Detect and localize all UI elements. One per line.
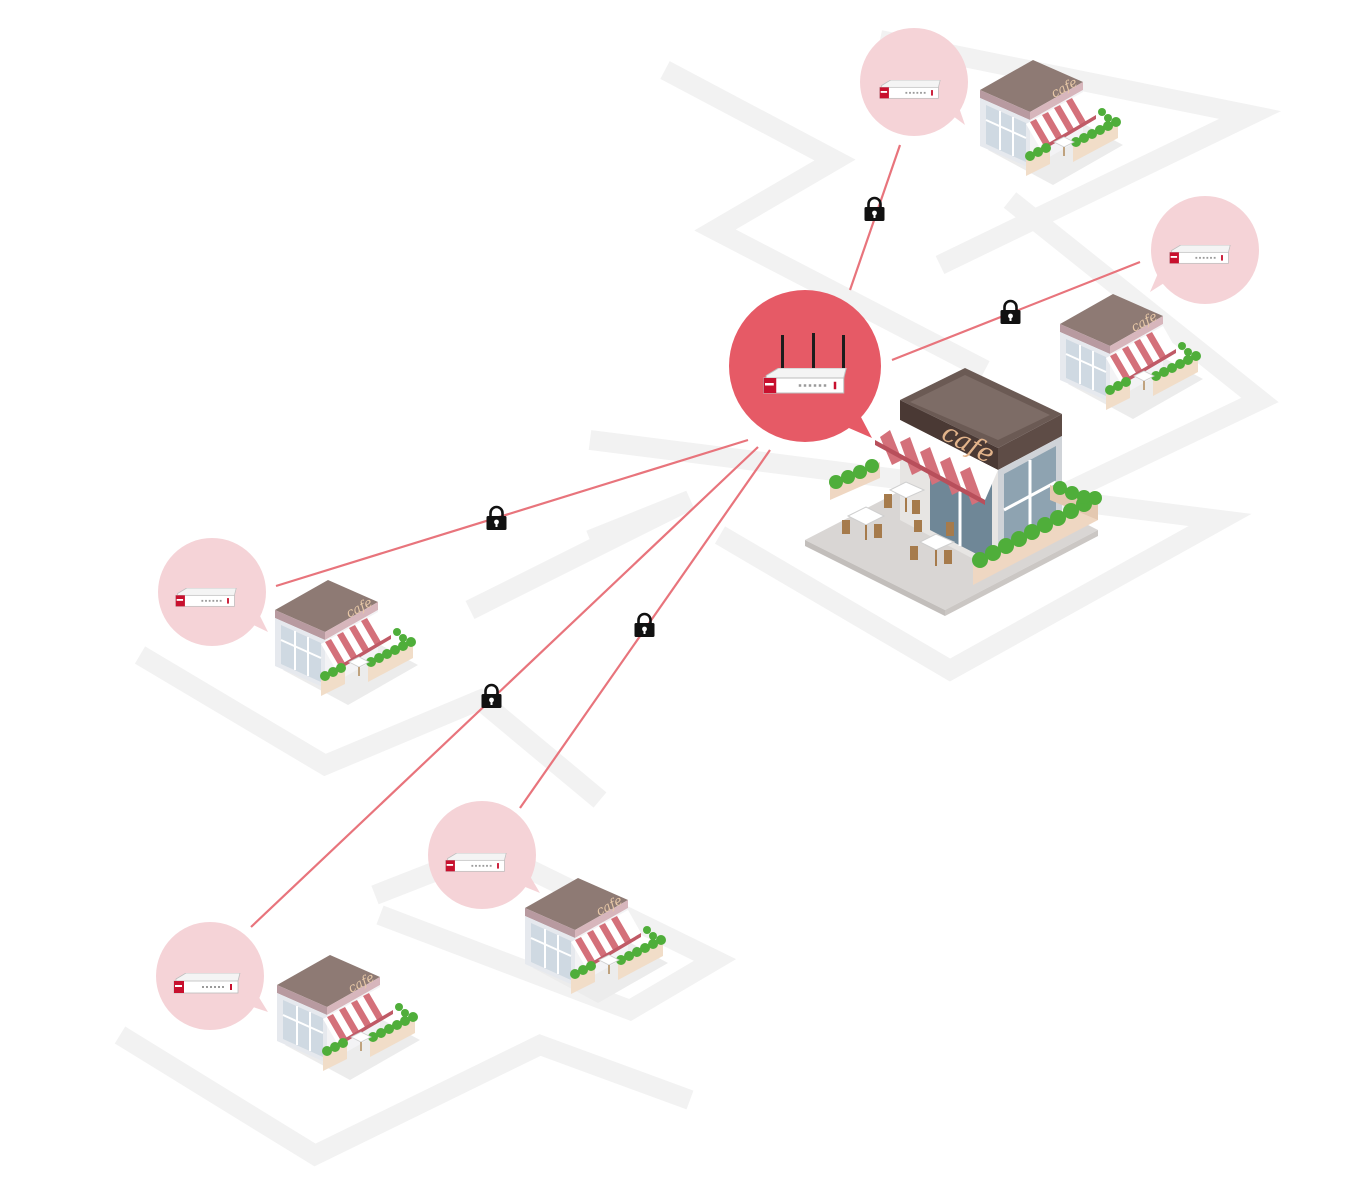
- branch-north: [860, 28, 1124, 186]
- branch-cafe-building: [276, 955, 421, 1081]
- lock-icon: [999, 299, 1022, 325]
- firewall-icon: [175, 588, 237, 607]
- hub-cafe-building: cafe: [805, 368, 1102, 616]
- branch-southwest: [156, 922, 421, 1081]
- lock-icon: [633, 612, 656, 638]
- branch-cafe-building: [274, 580, 419, 706]
- link-southwest: [250, 446, 759, 928]
- lock-icon: [485, 505, 508, 531]
- firewall-icon: [1169, 245, 1231, 264]
- link-west: [275, 438, 749, 588]
- hub-device-bubble: [729, 290, 881, 442]
- lock-icon: [480, 683, 503, 709]
- branch-cafe-building: [1059, 294, 1204, 420]
- branch-south: [428, 801, 669, 1004]
- branch-west: [158, 538, 419, 706]
- firewall-icon: [173, 973, 241, 994]
- firewall-with-antennas-icon: [763, 333, 847, 394]
- firewall-icon: [445, 853, 507, 872]
- branch-east: [1059, 196, 1259, 420]
- firewall-icon: [879, 80, 941, 99]
